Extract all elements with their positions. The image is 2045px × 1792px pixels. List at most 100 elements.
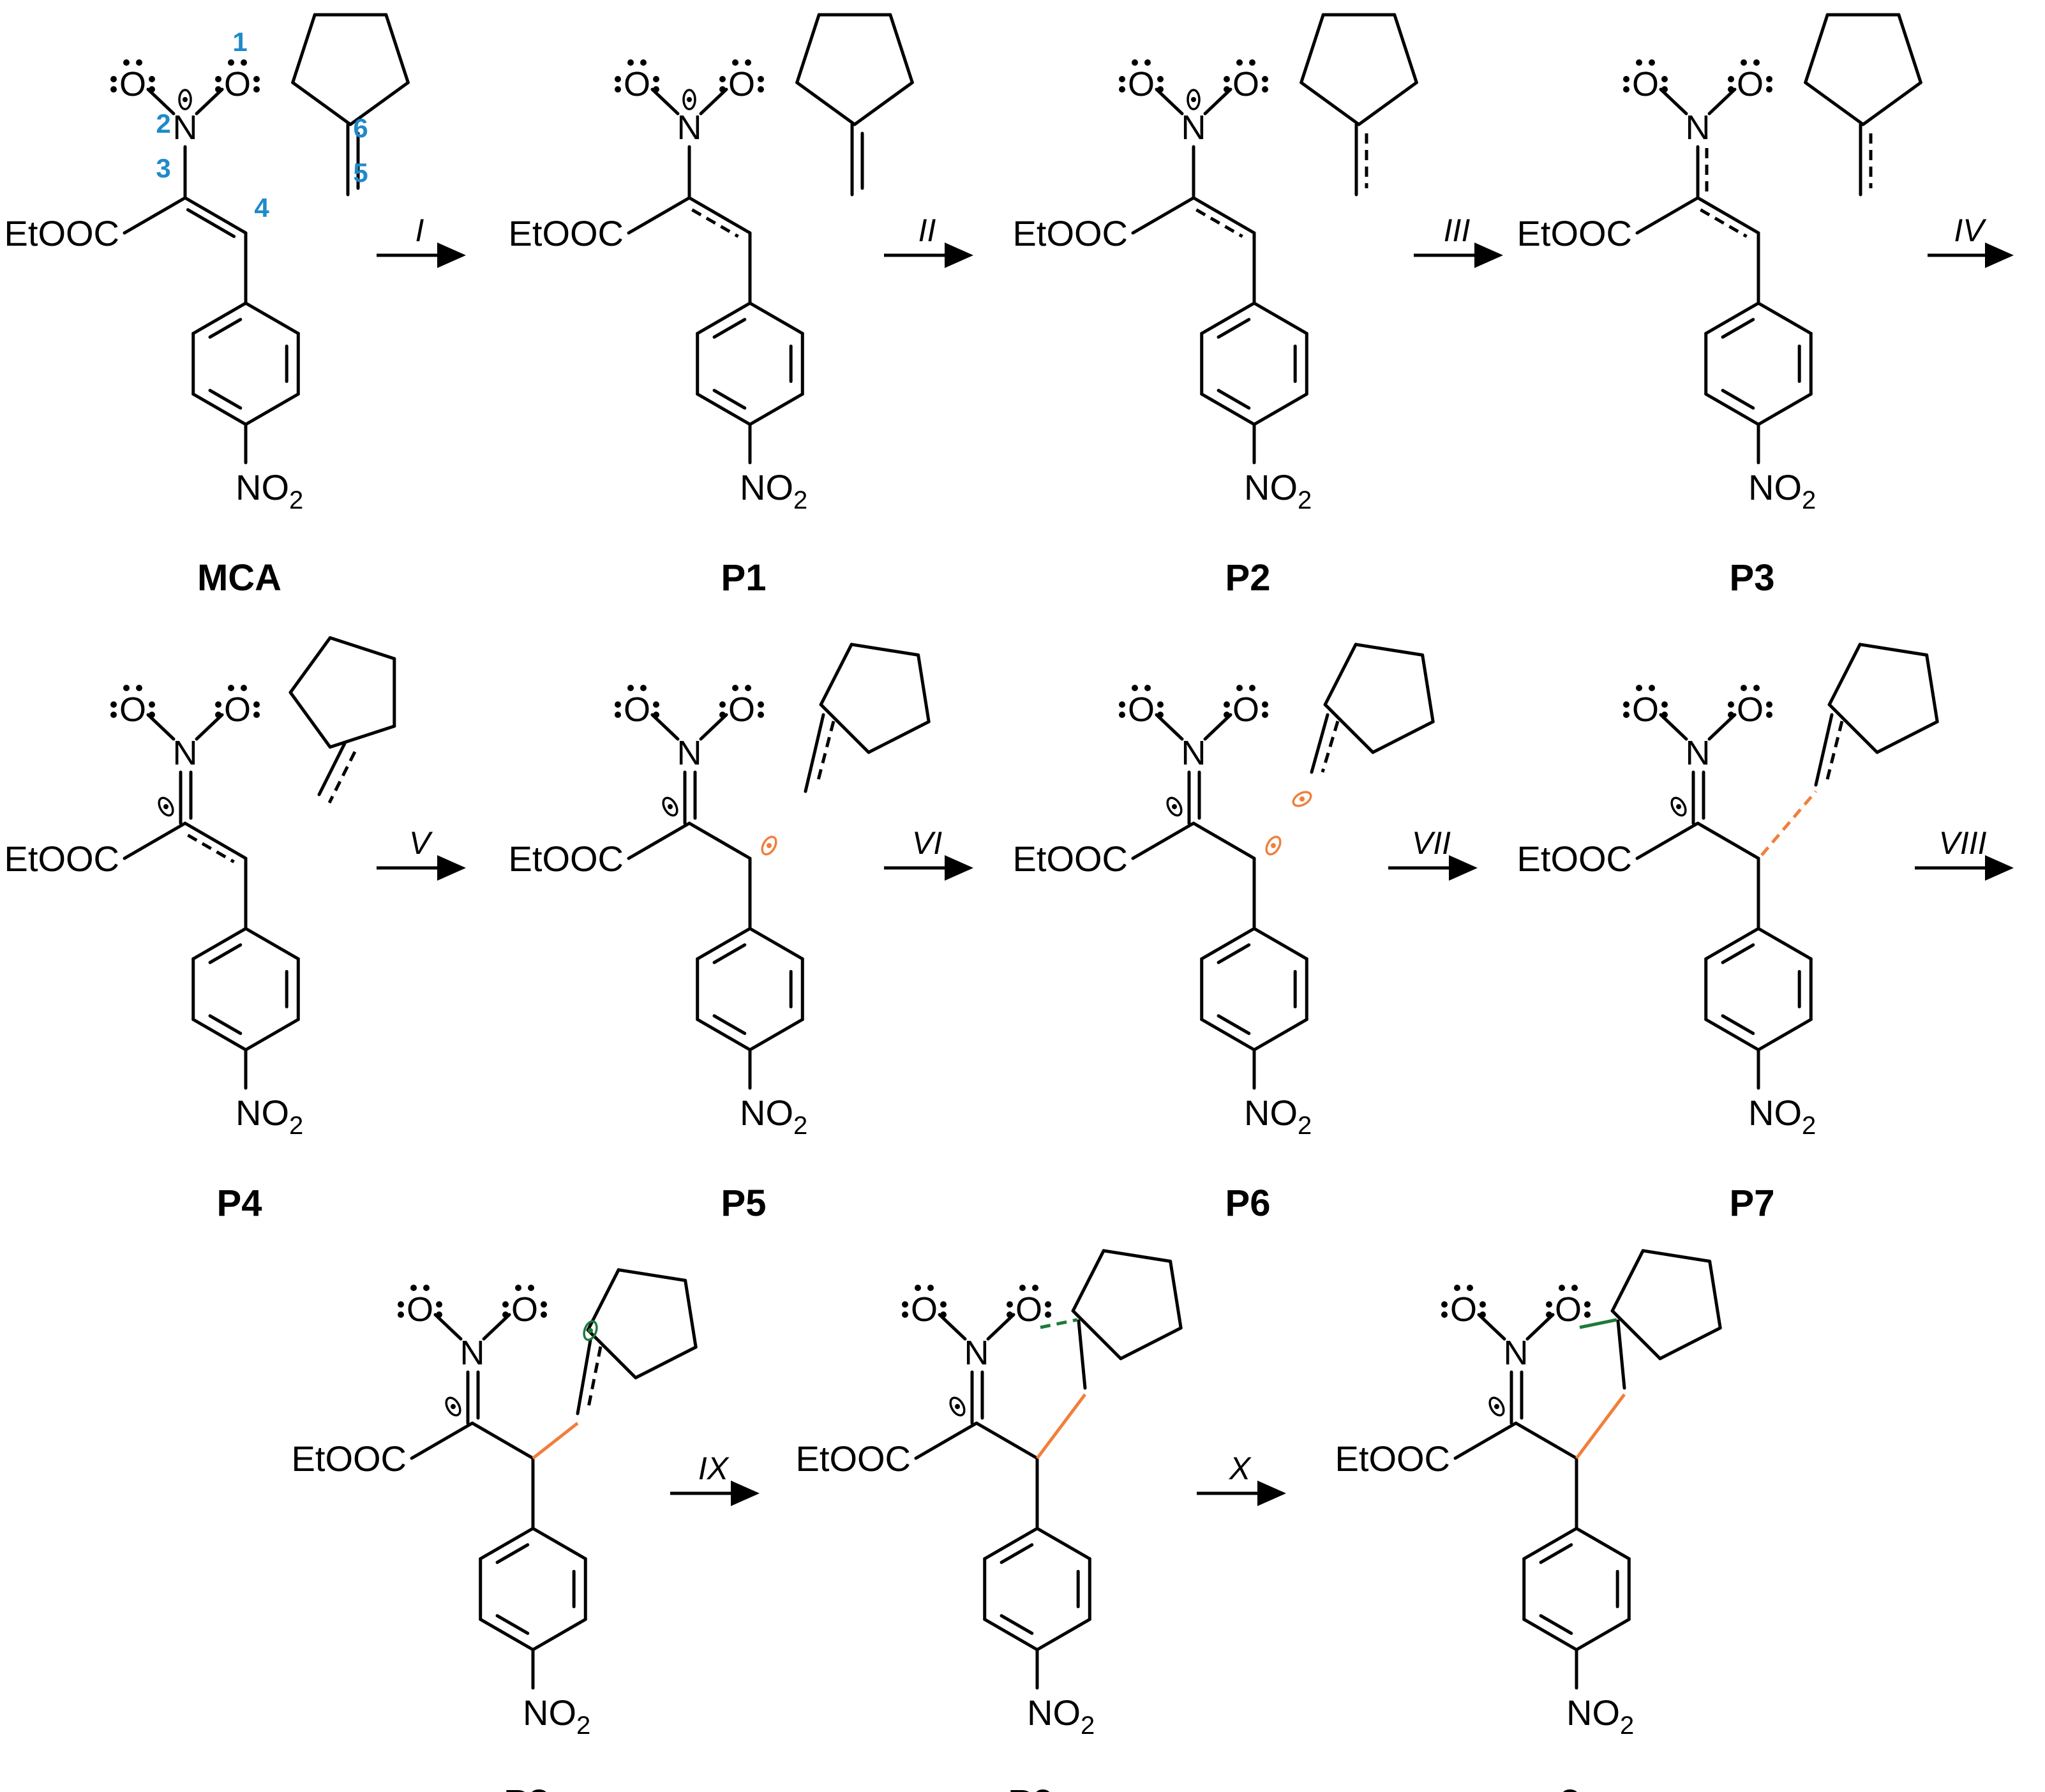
n-o-bond: [1707, 87, 1737, 116]
n-o-bond: [1203, 713, 1232, 741]
oxygen-atom: O: [119, 691, 146, 729]
c-ester-bond: [123, 821, 187, 860]
electron-dot: [615, 86, 621, 93]
electron-dot: [1454, 1285, 1460, 1291]
nitro-group-label: NO2: [1748, 1093, 1816, 1140]
electron-dot: [719, 712, 726, 718]
ring-bond: [1757, 392, 1813, 426]
electron-dot: [451, 1404, 456, 1409]
nitro-prefix: NO: [236, 1093, 289, 1133]
nitro-subscript: 2: [1298, 1112, 1312, 1140]
electron-dot: [1441, 1311, 1448, 1318]
electron-dot: [410, 1285, 417, 1291]
nitro-group-label: NO2: [740, 467, 807, 514]
cyclopentane-bond: [1071, 1309, 1123, 1361]
step-label: X: [1229, 1451, 1252, 1486]
electron-dot: [1661, 701, 1668, 708]
orbital-outline: [1265, 835, 1282, 856]
ring-inner-bond: [712, 1014, 747, 1035]
ring-inner-bond: [208, 943, 243, 964]
bond-line: [687, 196, 752, 235]
ring-bond: [696, 301, 752, 335]
electron-dot: [615, 701, 621, 708]
radical-orbital-lobe: [445, 1396, 461, 1417]
ring-bond: [1704, 927, 1760, 960]
atom-number-1: 1: [232, 27, 247, 57]
c3-c4-bond: [975, 1421, 1039, 1460]
ring-bond: [1252, 392, 1308, 426]
cyclopentane-bond: [1393, 13, 1418, 84]
ring-bond: [531, 1527, 587, 1560]
electron-dot: [615, 76, 621, 82]
ring-bond: [531, 1618, 587, 1652]
structure-label: P6: [1225, 1183, 1271, 1224]
ring-bond: [244, 1018, 300, 1052]
c3-c4-bond: [1192, 821, 1256, 860]
ring-bond: [244, 927, 300, 960]
nitro-subscript: 2: [1802, 486, 1816, 514]
exocyclic-partial-bond: [327, 750, 357, 804]
orbital-outline: [158, 796, 174, 817]
structure-label: P8: [504, 1782, 550, 1792]
electron-dot: [1119, 712, 1125, 718]
ring-inner-bond: [208, 1014, 243, 1035]
ring-bond: [1200, 301, 1256, 335]
electron-dot: [1546, 1311, 1552, 1318]
electron-dot: [515, 1285, 521, 1291]
oxygen-atom: O: [1232, 691, 1259, 729]
electron-dot: [940, 1311, 947, 1318]
electron-dot: [1007, 1311, 1013, 1318]
ring-inner-bond: [1539, 1543, 1573, 1564]
cyclopentane-bond: [795, 80, 857, 126]
electron-dot: [136, 59, 142, 66]
atom-number-2: 2: [156, 108, 170, 138]
nitro-prefix: NO: [740, 1093, 793, 1133]
ring-bond: [191, 392, 248, 426]
nitro-prefix: NO: [1748, 1093, 1802, 1133]
electron-dot: [241, 59, 247, 66]
electron-dot: [615, 712, 621, 718]
electron-dot: [1119, 701, 1125, 708]
ring-inner-bond: [1000, 1543, 1034, 1564]
ring-bond: [1704, 392, 1760, 426]
ring-bond: [748, 927, 804, 960]
electron-dot: [215, 86, 221, 93]
double-bond: [186, 208, 236, 239]
radical-orbital-lobe: [1292, 791, 1312, 807]
electron-dot: [241, 685, 247, 691]
n-o-bond: [1659, 87, 1688, 116]
electron-dot: [668, 804, 673, 809]
exocyclic-partial-bond: [1825, 721, 1844, 782]
electron-dot: [758, 701, 764, 708]
cyclopentane-bond: [1875, 720, 1939, 754]
structure-label: P1: [721, 557, 767, 599]
cyclopentane-bond: [1323, 703, 1375, 754]
electron-dot: [110, 76, 117, 82]
electron-dot: [436, 1301, 442, 1308]
electron-dot: [253, 86, 260, 93]
n-o-bond: [146, 87, 176, 116]
cyclopentane-bond: [586, 1328, 638, 1380]
electron-dot: [1132, 59, 1138, 66]
ring-bond: [696, 927, 752, 960]
electron-dot: [1636, 59, 1642, 66]
electron-dot: [1132, 685, 1138, 691]
nitro-subscript: 2: [1802, 1112, 1816, 1140]
orbital-outline: [761, 835, 777, 856]
orbital-outline: [1187, 89, 1201, 110]
electron-dot: [758, 86, 764, 93]
ring-bond: [1704, 301, 1760, 335]
nitrogen-atom: N: [173, 734, 198, 772]
n-o-bond: [1707, 713, 1737, 741]
reaction-arrow-step-10: X: [1197, 1451, 1286, 1506]
electron-dot: [1753, 685, 1760, 691]
step-label: VIII: [1938, 825, 1986, 861]
reaction-arrow-step-1: I: [377, 213, 466, 268]
electron-dot: [502, 1301, 509, 1308]
nitro-group-label: NO2: [236, 467, 303, 514]
forming-c-o-bond: [1040, 1318, 1078, 1329]
electron-dot: [1728, 86, 1734, 93]
c-ester-bond: [1131, 196, 1195, 235]
nitro-subscript: 2: [576, 1712, 590, 1740]
oxygen-atom: O: [224, 691, 251, 729]
